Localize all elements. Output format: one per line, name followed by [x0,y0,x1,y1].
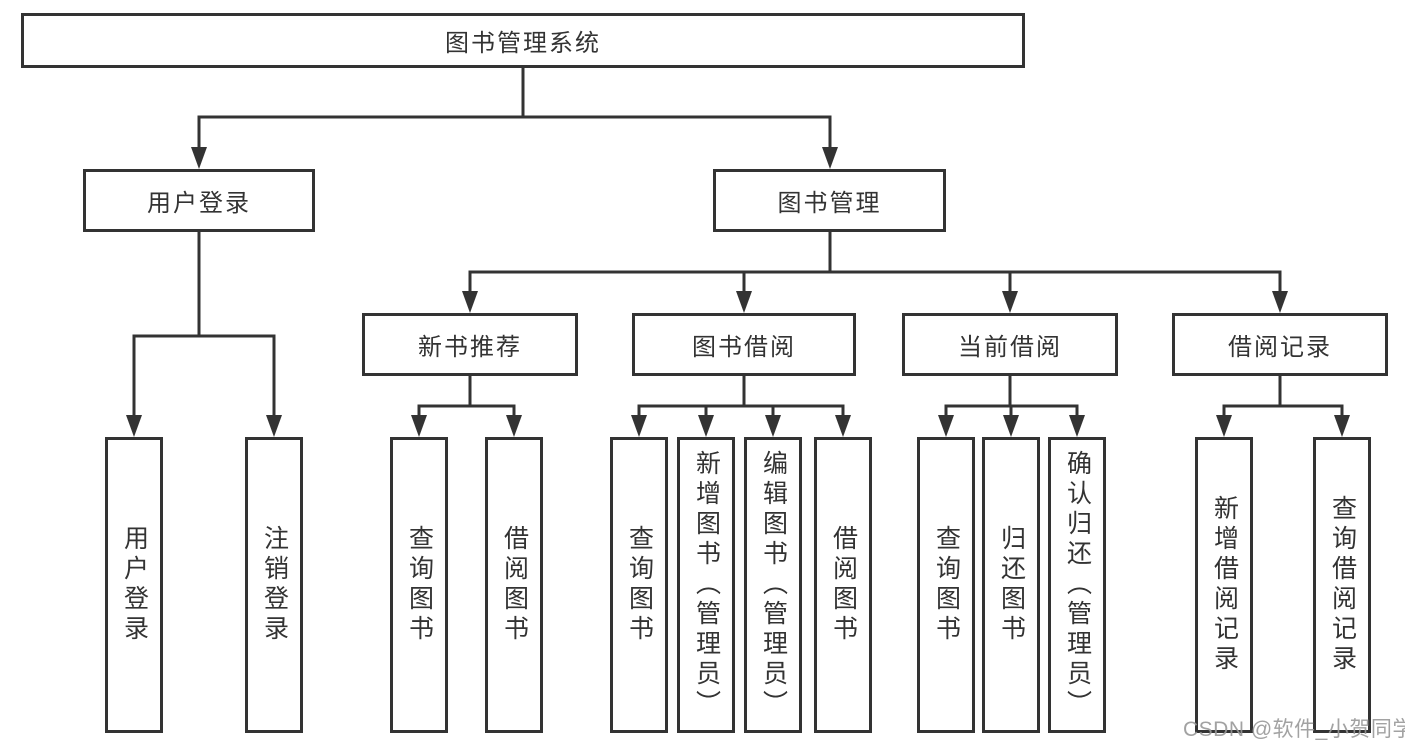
node-book-management-label: 图书管理 [777,190,882,217]
leaf-confirm-return-admin: 确认归还（管理员） [1048,437,1106,733]
leaf-confirm-return-admin-label: 确认归还（管理员） [1063,450,1092,720]
leaf-query-borrow-record-label: 查询借阅记录 [1328,495,1357,675]
leaf-query-books-borrow: 查询图书 [610,437,668,733]
leaf-query-books-current-label: 查询图书 [932,525,961,645]
leaf-logout-label: 注销登录 [260,525,289,645]
node-current-borrow: 当前借阅 [902,313,1118,376]
leaf-return-books: 归还图书 [982,437,1040,733]
leaf-query-borrow-record: 查询借阅记录 [1313,437,1371,733]
leaf-borrow-books: 借阅图书 [814,437,872,733]
node-book-management: 图书管理 [713,169,946,232]
node-new-book-recommend-label: 新书推荐 [418,334,522,361]
watermark: CSDN @软件_小贺同学 [1183,718,1405,741]
node-borrow-record-label: 借阅记录 [1228,334,1332,361]
leaf-return-books-label: 归还图书 [997,525,1026,645]
node-new-book-recommend: 新书推荐 [362,313,578,376]
leaf-user-login: 用户登录 [105,437,163,733]
leaf-query-books-current: 查询图书 [917,437,975,733]
leaf-query-books-recommend-label: 查询图书 [405,525,434,645]
node-user-login-label: 用户登录 [147,190,251,217]
leaf-add-books-admin: 新增图书（管理员） [677,437,735,733]
node-borrow-record: 借阅记录 [1172,313,1388,376]
leaf-add-borrow-record-label: 新增借阅记录 [1210,495,1239,675]
node-user-login: 用户登录 [83,169,315,232]
node-root-system-label: 图书管理系统 [445,30,601,57]
node-root-system: 图书管理系统 [21,13,1025,68]
leaf-borrow-books-recommend-label: 借阅图书 [500,525,529,645]
leaf-edit-books-admin: 编辑图书（管理员） [744,437,802,733]
node-current-borrow-label: 当前借阅 [958,334,1062,361]
node-book-borrow: 图书借阅 [632,313,856,376]
node-book-borrow-label: 图书借阅 [692,334,796,361]
leaf-edit-books-admin-label: 编辑图书（管理员） [759,450,788,720]
leaf-add-borrow-record: 新增借阅记录 [1195,437,1253,733]
leaf-logout: 注销登录 [245,437,303,733]
leaf-borrow-books-label: 借阅图书 [829,525,858,645]
leaf-borrow-books-recommend: 借阅图书 [485,437,543,733]
leaf-add-books-admin-label: 新增图书（管理员） [692,450,721,720]
leaf-user-login-label: 用户登录 [120,525,149,645]
leaf-query-books-recommend: 查询图书 [390,437,448,733]
leaf-query-books-borrow-label: 查询图书 [625,525,654,645]
